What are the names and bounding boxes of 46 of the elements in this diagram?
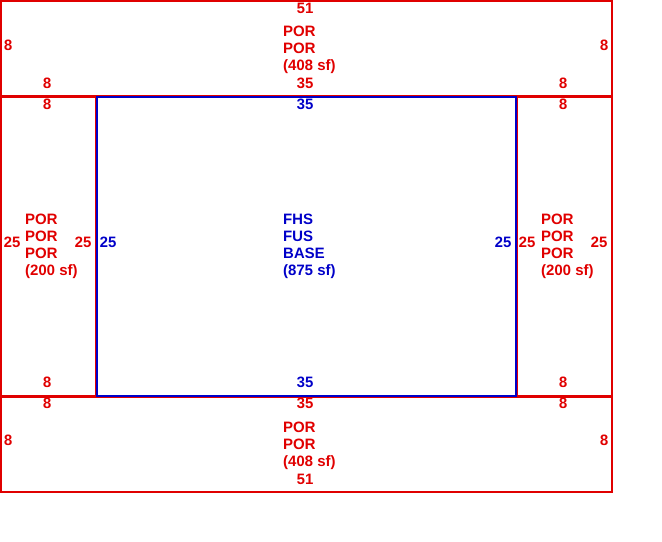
area-label: (200 sf) bbox=[25, 262, 78, 279]
dimension-label: 51 bbox=[296, 0, 314, 17]
area-label: FHS bbox=[283, 211, 313, 228]
dimension-label: 8 bbox=[558, 96, 568, 113]
area-label: (408 sf) bbox=[283, 57, 336, 74]
dimension-label: 8 bbox=[558, 374, 568, 391]
dimension-label: 25 bbox=[4, 234, 20, 251]
dimension-label: 8 bbox=[42, 96, 52, 113]
room-outline bbox=[516, 96, 613, 397]
area-label: POR bbox=[283, 40, 316, 57]
dimension-label: 25 bbox=[100, 234, 116, 251]
area-label: POR bbox=[283, 23, 316, 40]
area-label: POR bbox=[283, 436, 316, 453]
area-label: POR bbox=[283, 419, 316, 436]
room-outline bbox=[0, 396, 613, 493]
area-label: POR bbox=[25, 211, 58, 228]
dimension-label: 25 bbox=[74, 234, 92, 251]
dimension-label: 35 bbox=[296, 374, 314, 391]
area-label: POR bbox=[25, 228, 58, 245]
area-label: BASE bbox=[283, 245, 325, 262]
area-label: POR bbox=[25, 245, 58, 262]
room-outline bbox=[0, 0, 613, 97]
area-label: POR bbox=[541, 211, 574, 228]
area-label: (408 sf) bbox=[283, 453, 336, 470]
dimension-label: 8 bbox=[600, 37, 608, 54]
dimension-label: 8 bbox=[4, 432, 12, 449]
dimension-label: 25 bbox=[494, 234, 512, 251]
area-label: POR bbox=[541, 228, 574, 245]
area-label: POR bbox=[541, 245, 574, 262]
dimension-label: 8 bbox=[42, 75, 52, 92]
dimension-label: 8 bbox=[600, 432, 608, 449]
room-outline bbox=[0, 96, 97, 397]
dimension-label: 25 bbox=[590, 234, 608, 251]
area-label: FUS bbox=[283, 228, 313, 245]
area-label: (875 sf) bbox=[283, 262, 336, 279]
dimension-label: 8 bbox=[558, 75, 568, 92]
dimension-label: 8 bbox=[42, 395, 52, 412]
dimension-label: 8 bbox=[558, 395, 568, 412]
dimension-label: 35 bbox=[296, 96, 314, 113]
dimension-label: 8 bbox=[42, 374, 52, 391]
dimension-label: 51 bbox=[296, 471, 314, 488]
area-label: (200 sf) bbox=[541, 262, 594, 279]
room-outline bbox=[96, 96, 517, 397]
dimension-label: 8 bbox=[4, 37, 12, 54]
dimension-label: 25 bbox=[518, 234, 536, 251]
dimension-label: 35 bbox=[296, 75, 314, 92]
